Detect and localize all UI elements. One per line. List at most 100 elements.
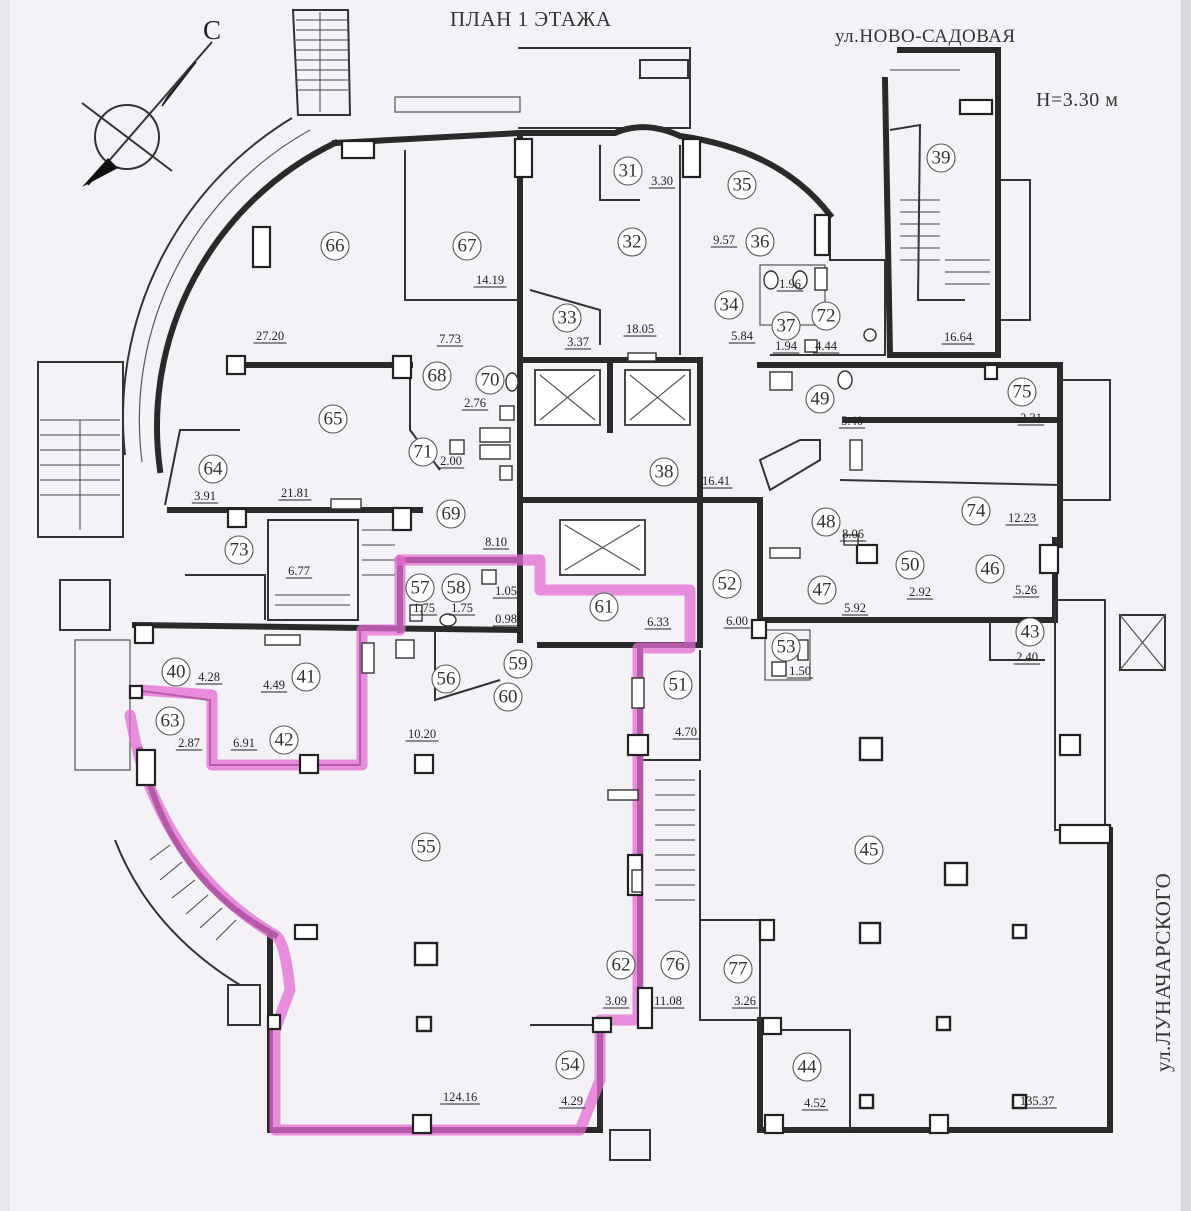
room-area: 4.44 — [815, 339, 838, 353]
room-number: 42 — [275, 730, 294, 751]
room-number-circle — [589, 592, 619, 622]
room-number-circle — [320, 231, 350, 261]
room-number: 70 — [481, 370, 500, 391]
room-number-circle — [552, 303, 582, 333]
room-area: 27.20 — [256, 329, 284, 343]
room-number-circle — [792, 1052, 822, 1082]
room-area: 11.08 — [654, 994, 682, 1008]
room-area: 4.49 — [263, 678, 285, 692]
room-area: 2.00 — [440, 454, 462, 468]
room-area: 1.75 — [451, 601, 473, 615]
room-area: 2.92 — [909, 585, 931, 599]
room-number-circle — [224, 535, 254, 565]
north-arrow-icon: С — [81, 15, 221, 187]
room-number: 40 — [167, 662, 186, 683]
room-number-circle — [727, 170, 757, 200]
street-label-top: ул.НОВО-САДОВАЯ — [835, 26, 1016, 47]
room-number-circle — [712, 569, 742, 599]
curved-facade — [122, 117, 340, 474]
room-number: 54 — [561, 1055, 581, 1076]
stair-north-east — [881, 47, 1031, 358]
room-number: 75 — [1013, 382, 1032, 403]
room-number-circle — [411, 832, 441, 862]
stair-south-west — [114, 746, 280, 1026]
room-number-circle — [606, 950, 636, 980]
room-number-circle — [723, 954, 753, 984]
room-number-circle — [805, 384, 835, 414]
room-number-circle — [422, 361, 452, 391]
room-number: 65 — [324, 409, 343, 430]
room-area: 6.77 — [288, 564, 310, 578]
stair-north — [291, 9, 352, 116]
room-number-circle — [318, 404, 348, 434]
room-number-circle — [771, 632, 801, 662]
room-area: 14.19 — [476, 273, 504, 287]
room-number-circle — [493, 682, 523, 712]
room-number: 41 — [297, 667, 316, 688]
room-area: 18.05 — [626, 322, 654, 336]
central-core — [517, 130, 763, 648]
room-area: 1.05 — [495, 584, 517, 598]
room-number: 57 — [411, 578, 430, 599]
room-number-circle — [663, 670, 693, 700]
room-number: 76 — [666, 955, 685, 976]
room-number: 73 — [230, 540, 249, 561]
room-area: 7.73 — [439, 332, 461, 346]
scan-edge-right — [1181, 0, 1191, 1211]
room-number: 68 — [428, 366, 447, 387]
room-number: 36 — [751, 232, 770, 253]
room-number: 35 — [733, 175, 752, 196]
room-area: 8.06 — [842, 527, 864, 541]
room-number: 46 — [981, 559, 1000, 580]
room-number: 58 — [447, 578, 466, 599]
room-area: 0.98 — [495, 612, 517, 626]
room-number: 32 — [623, 232, 642, 253]
room-number: 49 — [811, 389, 830, 410]
plan-title: ПЛАН 1 ЭТАЖА — [450, 7, 612, 31]
room-area: 1.50 — [789, 664, 811, 678]
room-number-circle — [269, 725, 299, 755]
room-area: 5.26 — [1015, 583, 1037, 597]
room-number-circle — [714, 290, 744, 320]
room-number-circle — [475, 365, 505, 395]
room-number-circle — [745, 227, 775, 257]
room-number: 74 — [967, 501, 987, 522]
room-area: 4.52 — [804, 1096, 826, 1110]
room-number-circle — [436, 499, 466, 529]
room-number-circle — [975, 554, 1005, 584]
room-number-circle — [613, 156, 643, 186]
room-area: 3.37 — [567, 335, 589, 349]
room-area: 1.96 — [779, 277, 801, 291]
room-number-circle — [155, 706, 185, 736]
room-number: 77 — [729, 959, 748, 980]
room-number: 59 — [509, 654, 528, 675]
room-number: 50 — [901, 555, 920, 576]
room-area: 10.20 — [408, 727, 436, 741]
room-number: 44 — [798, 1057, 818, 1078]
structural-columns — [128, 98, 1112, 1135]
room-number: 56 — [437, 669, 456, 690]
room-number: 38 — [655, 462, 674, 483]
room-number: 61 — [595, 597, 614, 618]
room-number-circle — [811, 301, 841, 331]
room-area: 3.30 — [651, 174, 673, 188]
room-number: 52 — [718, 574, 737, 595]
room-number-circle — [555, 1050, 585, 1080]
room-number-circle — [807, 575, 837, 605]
room-area: 21.81 — [281, 486, 309, 500]
room-number: 31 — [619, 161, 638, 182]
room-number-circle — [895, 550, 925, 580]
room-area: 6.00 — [726, 614, 748, 628]
room-area: 6.91 — [233, 736, 255, 750]
sanitary-fixtures — [264, 267, 877, 893]
room-number-circle — [811, 507, 841, 537]
room-area: 4.70 — [675, 725, 697, 739]
room-number-circle — [431, 664, 461, 694]
room-number: 51 — [669, 675, 688, 696]
room-area: 1.75 — [413, 601, 435, 615]
room-number-circle — [649, 457, 679, 487]
room-number-circle — [617, 227, 647, 257]
compass-letter: С — [203, 15, 221, 45]
room-area: 1.94 — [775, 339, 798, 353]
